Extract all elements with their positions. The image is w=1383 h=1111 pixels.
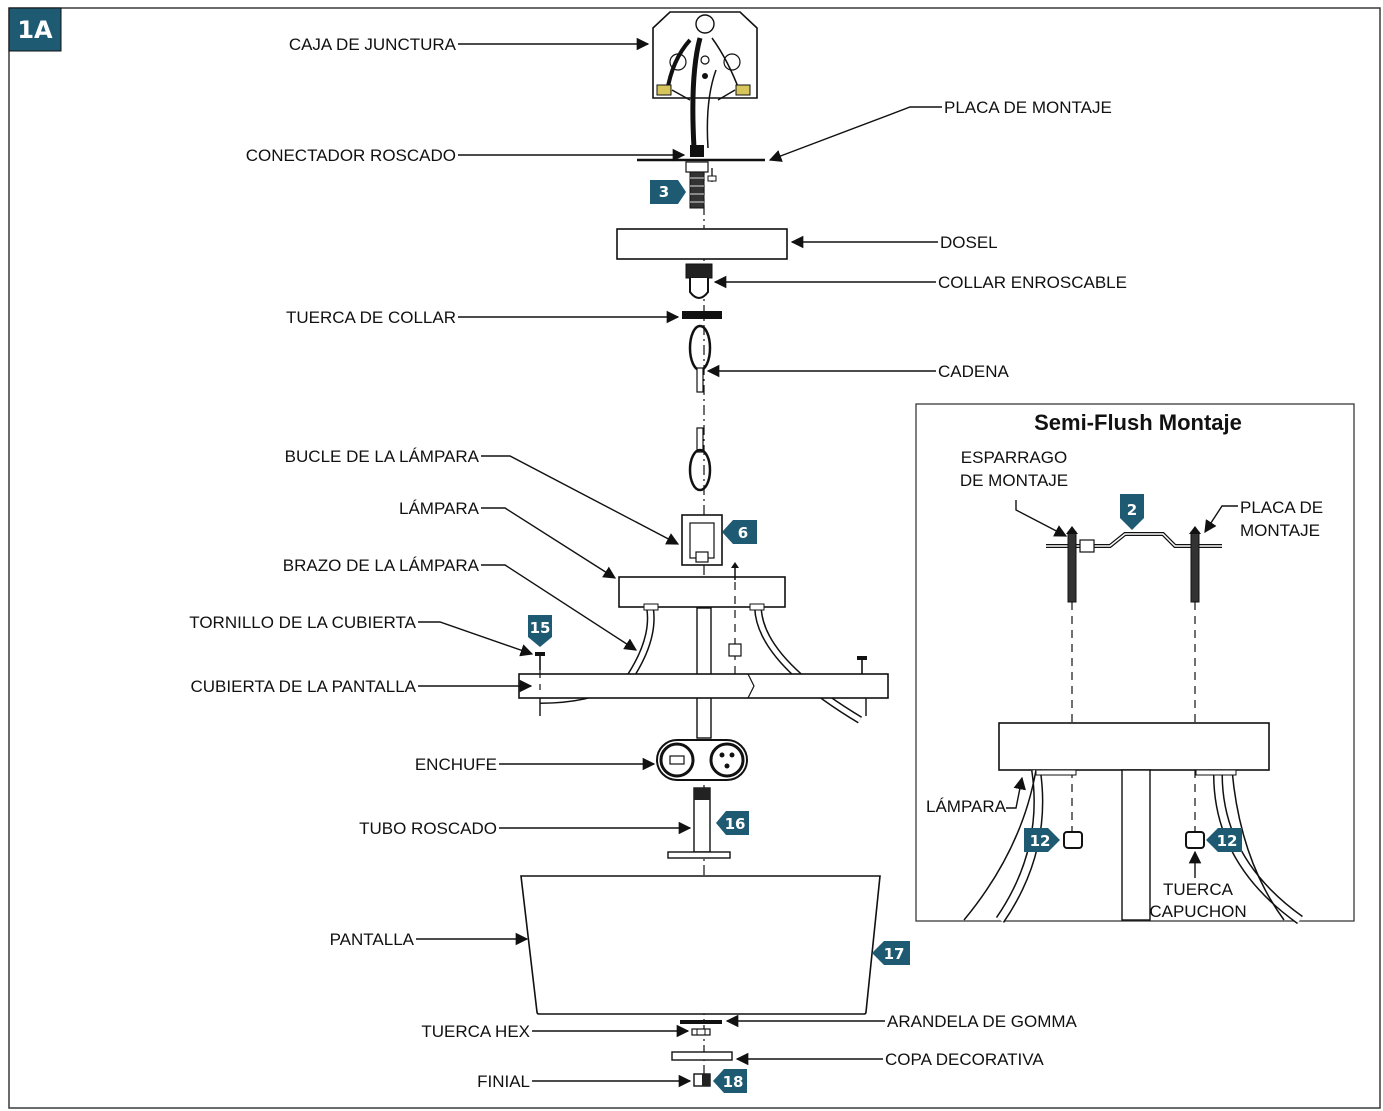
shade <box>520 875 881 1015</box>
label-tuerca-hex: TUERCA HEX <box>421 1022 530 1041</box>
figure-id: 1A <box>17 16 53 44</box>
svg-text:3: 3 <box>659 183 669 201</box>
socket <box>656 739 748 781</box>
inset-tuerca-line2: CAPUCHON <box>1149 902 1246 921</box>
label-enchufe: ENCHUFE <box>415 755 497 774</box>
label-lampara: LÁMPARA <box>399 499 480 518</box>
inset-esparrago-line1: ESPARRAGO <box>961 448 1067 467</box>
junction-box <box>652 11 758 149</box>
step-badge-18: 18 <box>713 1069 747 1093</box>
figure-tag: 1A <box>8 7 62 52</box>
inset-placa-line2: MONTAJE <box>1240 521 1320 540</box>
label-collar-enroscable: COLLAR ENROSCABLE <box>938 273 1127 292</box>
shade-cover <box>518 673 889 716</box>
lamp-body <box>618 576 786 608</box>
label-placa-de-montaje: PLACA DE MONTAJE <box>944 98 1112 117</box>
screw-collar <box>685 263 713 299</box>
threaded-pipe <box>667 787 731 859</box>
inset-step-2: 2 <box>1127 501 1137 519</box>
svg-text:6: 6 <box>738 524 748 542</box>
svg-text:16: 16 <box>725 815 746 833</box>
inset-esparrago-line2: DE MONTAJE <box>960 471 1068 490</box>
step-badge-17: 17 <box>872 941 910 965</box>
step-badge-3: 3 <box>650 180 686 204</box>
collar-nut <box>682 311 722 319</box>
inset-placa-line1: PLACA DE <box>1240 498 1323 517</box>
finial-part <box>693 1073 711 1087</box>
chain <box>688 324 712 492</box>
label-pantalla: PANTALLA <box>330 930 415 949</box>
label-conectador-roscado: CONECTADOR ROSCADO <box>246 146 456 165</box>
canopy <box>616 228 788 260</box>
label-cadena: CADENA <box>938 362 1010 381</box>
inset-step-12-left: 12 <box>1030 832 1051 850</box>
label-caja-de-junctura: CAJA DE JUNCTURA <box>289 35 457 54</box>
label-copa-decorativa: COPA DECORATIVA <box>885 1050 1044 1069</box>
label-finial: FINIAL <box>477 1072 530 1091</box>
hex-nut <box>691 1028 711 1036</box>
label-bucle-de-la-lampara: BUCLE DE LA LÁMPARA <box>285 447 480 466</box>
label-tornillo-de-la-cubierta: TORNILLO DE LA CUBIERTA <box>189 613 416 632</box>
svg-text:17: 17 <box>884 945 905 963</box>
label-dosel: DOSEL <box>940 233 998 252</box>
inset-lampara: LÁMPARA <box>926 797 1007 816</box>
svg-text:18: 18 <box>723 1073 744 1091</box>
label-arandela-de-gomma: ARANDELA DE GOMMA <box>887 1012 1078 1031</box>
label-cubierta-de-la-pantalla: CUBIERTA DE LA PANTALLA <box>191 677 417 696</box>
label-tuerca-de-collar: TUERCA DE COLLAR <box>286 308 456 327</box>
mounting-plate <box>637 145 765 209</box>
page-border <box>8 7 1381 1109</box>
decorative-cup <box>671 1051 733 1061</box>
inset-title: Semi-Flush Montaje <box>1034 410 1242 435</box>
lamp-loop <box>681 514 723 566</box>
step-badge-6: 6 <box>722 520 757 544</box>
step-badge-16: 16 <box>716 811 749 835</box>
inset-tuerca-line1: TUERCA <box>1163 880 1234 899</box>
rubber-washer <box>680 1020 722 1024</box>
center-pipe <box>696 607 712 739</box>
semi-flush-inset: Semi-Flush Montaje ESPARRAGO DE MONTAJE … <box>915 403 1355 925</box>
label-tubo-roscado: TUBO ROSCADO <box>359 819 497 838</box>
svg-text:15: 15 <box>530 619 551 637</box>
inset-step-12-right: 12 <box>1217 832 1238 850</box>
step-badge-15: 15 <box>528 615 552 647</box>
label-brazo-de-la-lampara: BRAZO DE LA LÁMPARA <box>283 556 480 575</box>
cover-screws <box>535 652 867 690</box>
